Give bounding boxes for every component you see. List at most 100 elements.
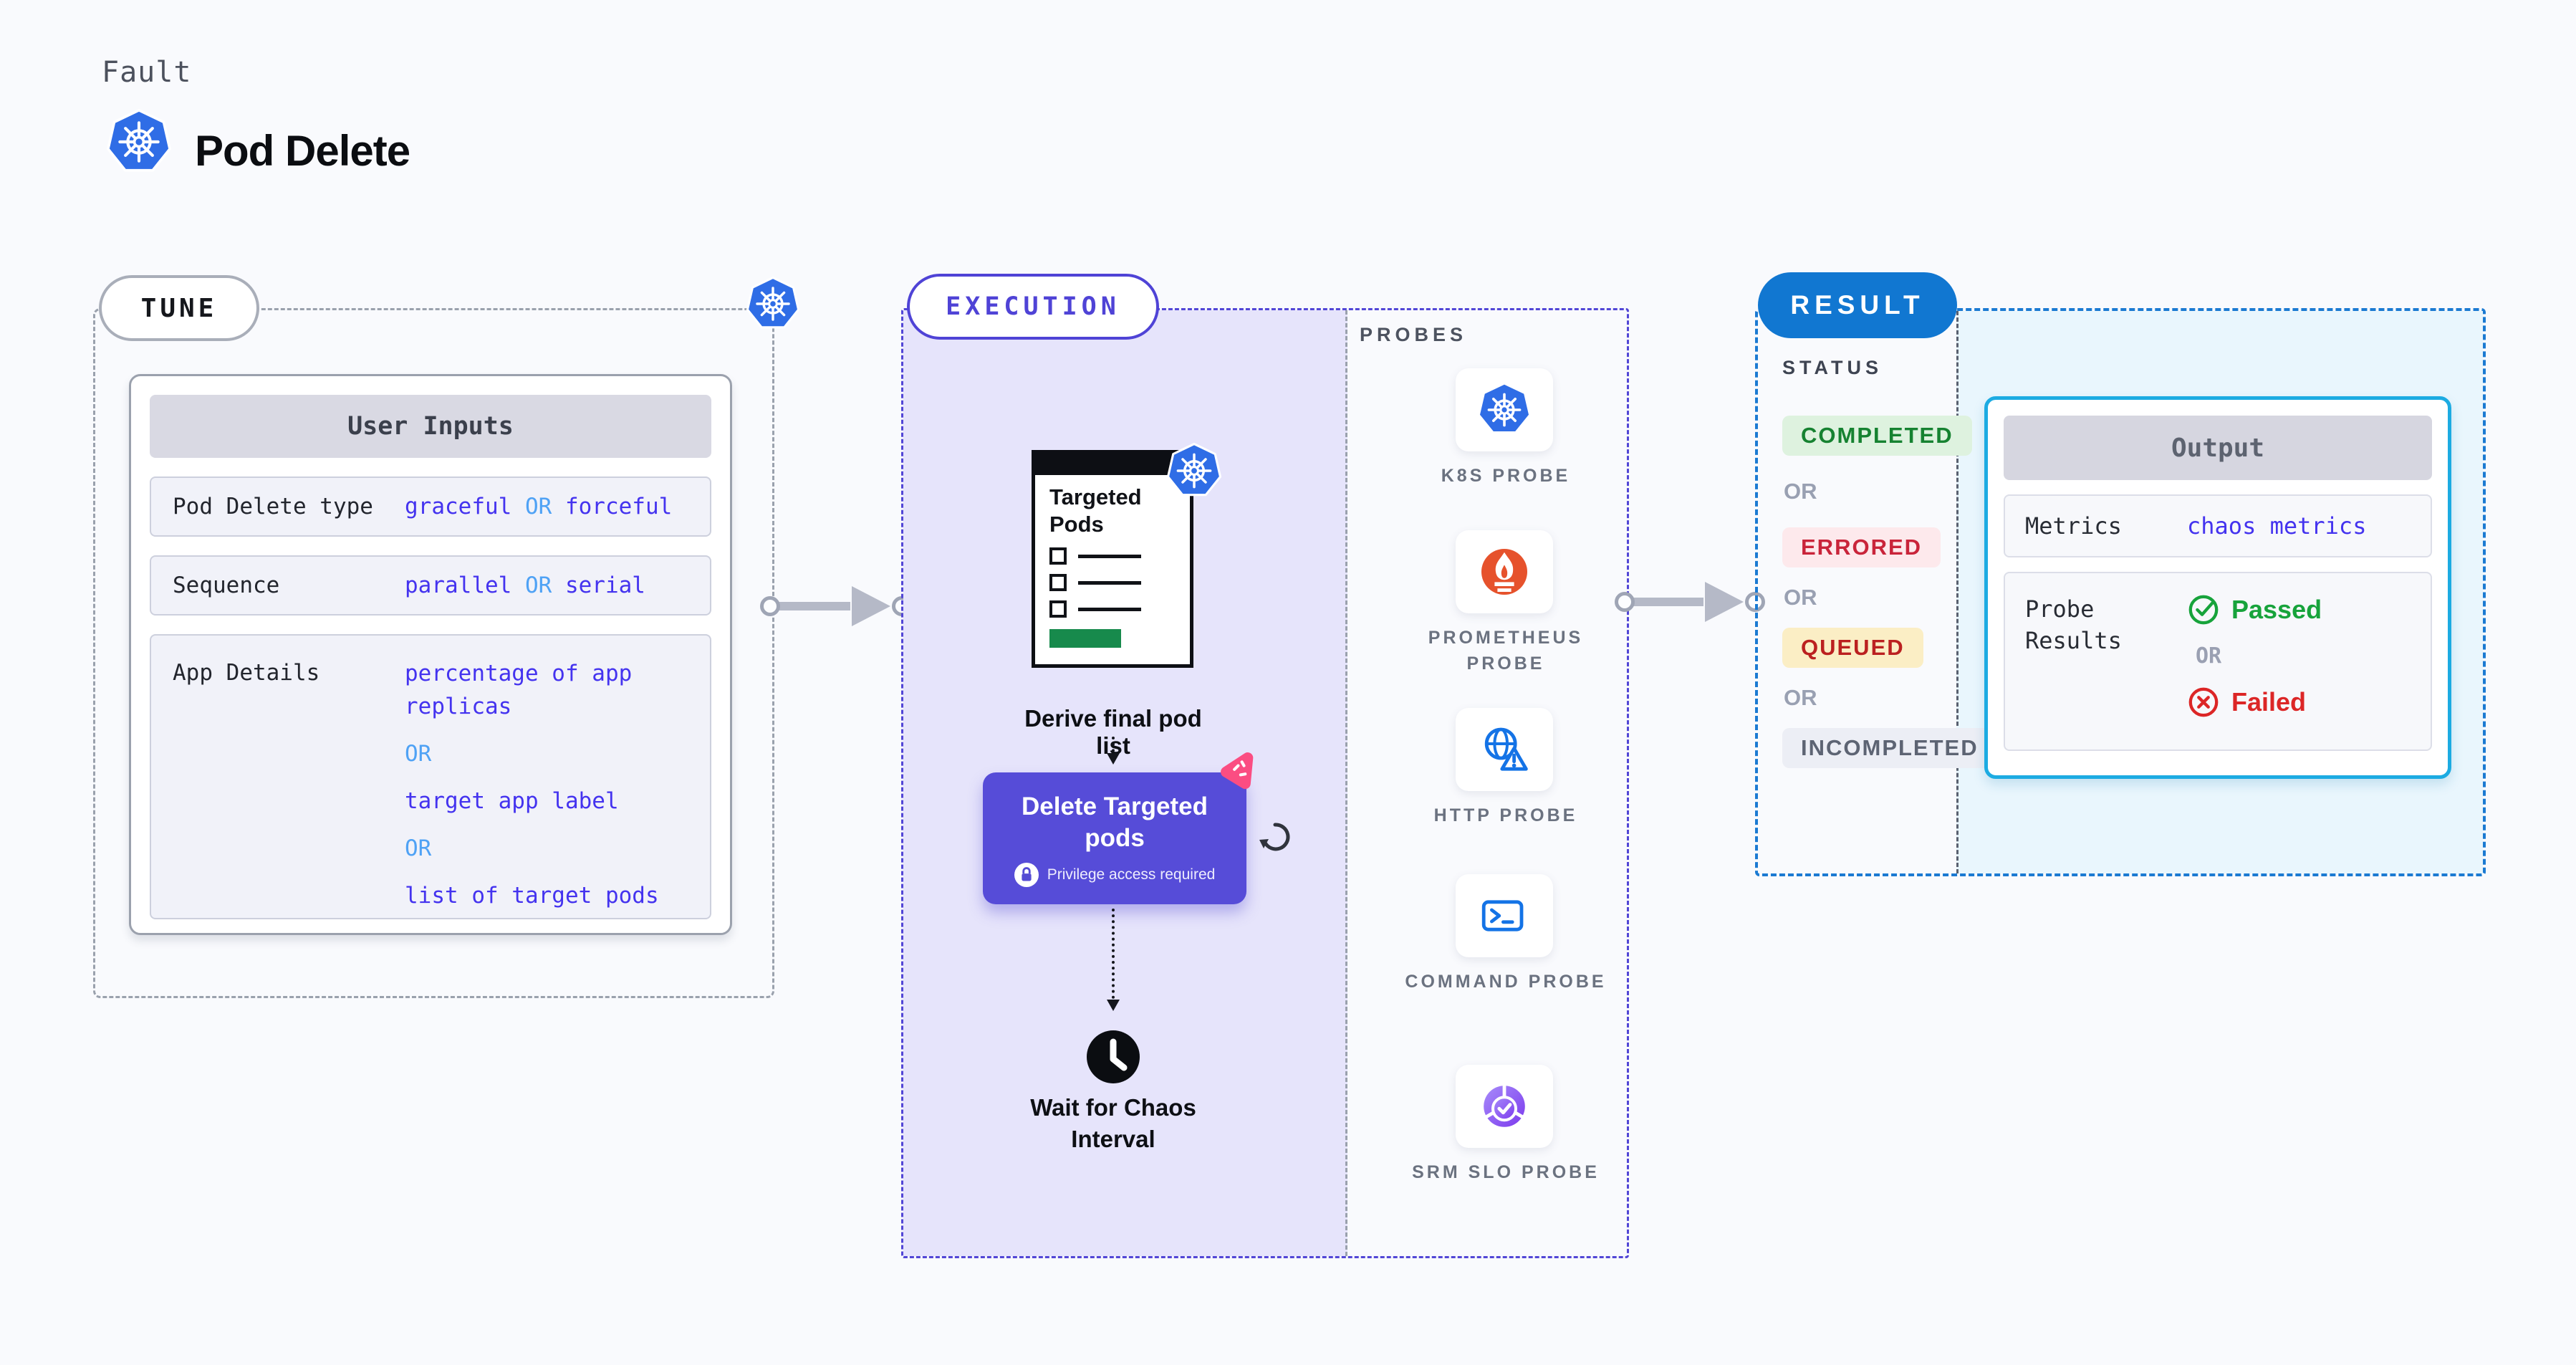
or-separator: OR	[524, 573, 552, 598]
checklist-line	[1078, 554, 1141, 558]
row-label: App Details	[173, 660, 320, 686]
dotted-flow-arrow	[1107, 737, 1120, 765]
row-label: Pod Delete type	[173, 494, 373, 519]
flow-arrow-tune-to-execution	[760, 586, 912, 626]
action-title: Delete Targeted pods	[1022, 792, 1208, 852]
terminal-icon	[1481, 900, 1524, 931]
targeted-pods-card: Targeted Pods	[1032, 450, 1193, 668]
kubernetes-icon	[746, 277, 800, 329]
or-separator: OR	[2196, 643, 2222, 669]
or-separator: OR	[1784, 585, 1817, 610]
probe-card-prometheus	[1456, 530, 1553, 613]
row-label: Sequence	[173, 573, 280, 598]
wait-chaos-interval-label: Wait for Chaos Interval	[1030, 1094, 1196, 1152]
execution-pill: EXECUTION	[907, 274, 1159, 340]
or-separator: OR	[1784, 685, 1817, 710]
arrow-head	[1705, 582, 1744, 622]
tune-pill: TUNE	[99, 275, 259, 341]
arrow-head	[852, 586, 890, 626]
result-pill: RESULT	[1758, 272, 1957, 338]
checklist-item	[1049, 574, 1190, 591]
lock-icon	[1014, 863, 1039, 887]
value-option: graceful	[405, 494, 512, 519]
kubernetes-icon	[107, 109, 171, 172]
dotted-flow-arrow	[1107, 909, 1120, 1011]
output-title: Output	[2004, 416, 2432, 480]
table-row-app-details: App Details percentage of app replicas O…	[150, 634, 711, 919]
page-title: Pod Delete	[195, 127, 410, 175]
clipboard-title: Targeted Pods	[1049, 484, 1142, 537]
connector-dot	[1615, 592, 1635, 612]
status-title: STATUS	[1782, 357, 1883, 378]
tune-section	[93, 308, 774, 998]
fault-kicker: Fault	[102, 56, 192, 89]
probe-label: PROMETHEUS PROBE	[1428, 628, 1584, 674]
probe-label: K8S PROBE	[1441, 466, 1571, 486]
clipboard-title-bar	[1035, 454, 1190, 475]
checkbox-icon	[1049, 547, 1067, 565]
probe-label: SRM SLO PROBE	[1412, 1162, 1600, 1182]
row-label: Probe Results	[2025, 595, 2122, 654]
or-separator: OR	[524, 494, 552, 519]
metrics-value: chaos metrics	[2187, 512, 2367, 540]
user-inputs-title: User Inputs	[150, 395, 711, 458]
http-globe-warning-icon	[1484, 727, 1528, 771]
or-separator: OR	[405, 741, 432, 767]
table-row-pod-delete-type: Pod Delete type graceful OR forceful	[150, 476, 711, 537]
retry-loop-icon	[1259, 823, 1290, 851]
connector-dot	[760, 596, 780, 616]
prometheus-icon	[1481, 549, 1527, 595]
table-row-sequence: Sequence parallel OR serial	[150, 555, 711, 616]
status-badge-errored: ERRORED	[1782, 527, 1941, 567]
value-option: forceful	[564, 494, 673, 519]
row-label: Metrics	[2025, 512, 2122, 540]
chaos-litmus-icon	[1221, 752, 1254, 790]
checklist-item	[1049, 547, 1190, 565]
progress-bar	[1049, 629, 1121, 648]
value-option: parallel	[405, 573, 512, 598]
value-option: serial	[564, 573, 645, 598]
value-option: percentage of app replicas	[405, 661, 633, 719]
user-inputs-table: User Inputs Pod Delete type graceful OR …	[129, 374, 732, 935]
or-separator: OR	[1784, 479, 1817, 504]
srm-slo-pie-check-icon	[1484, 1083, 1525, 1127]
privilege-note-text: Privilege access required	[1047, 866, 1216, 883]
kubernetes-icon	[1166, 443, 1222, 497]
passed-result: Passed	[2187, 593, 2322, 626]
probe-results-values: Passed OR Failed	[2187, 593, 2322, 729]
probe-card-command	[1456, 874, 1553, 957]
delete-targeted-pods-node: Delete Targeted pods Privilege access re…	[983, 772, 1246, 904]
status-badge-queued: QUEUED	[1782, 628, 1923, 668]
checkbox-icon	[1049, 600, 1067, 618]
x-circle-icon	[2188, 687, 2219, 717]
output-row-probe-results: Probe Results Passed OR Failed	[2004, 572, 2432, 751]
checklist-item	[1049, 600, 1190, 618]
clock-icon	[1087, 1030, 1140, 1083]
kubernetes-icon	[1480, 384, 1529, 431]
row-value: percentage of app replicas OR target app…	[405, 657, 706, 926]
flow-arrow-execution-to-result	[1615, 582, 1765, 622]
probe-label: HTTP PROBE	[1433, 805, 1578, 825]
probe-card-k8s	[1456, 368, 1553, 451]
checkbox-icon	[1049, 574, 1067, 591]
output-card: Output Metrics chaos metrics Probe Resul…	[1984, 396, 2451, 779]
or-separator: OR	[405, 835, 432, 861]
value-option: list of target pods	[405, 883, 659, 909]
row-value: graceful OR forceful	[405, 494, 672, 519]
privilege-note: Privilege access required	[983, 863, 1246, 887]
checklist-line	[1078, 607, 1141, 611]
probe-card-srm-slo	[1456, 1065, 1553, 1148]
status-badge-completed: COMPLETED	[1782, 416, 1972, 456]
output-row-metrics: Metrics chaos metrics	[2004, 494, 2432, 557]
value-option: target app label	[405, 788, 619, 814]
row-value: parallel OR serial	[405, 573, 645, 598]
failed-label: Failed	[2231, 687, 2307, 717]
arrow-line	[777, 602, 850, 610]
arrow-line	[1632, 598, 1703, 606]
check-circle-icon	[2188, 595, 2219, 625]
probes-title: PROBES	[1360, 324, 1468, 345]
status-badge-incompleted: INCOMPLETED	[1782, 728, 1997, 768]
failed-result: Failed	[2187, 686, 2322, 719]
probe-card-http	[1456, 708, 1553, 791]
